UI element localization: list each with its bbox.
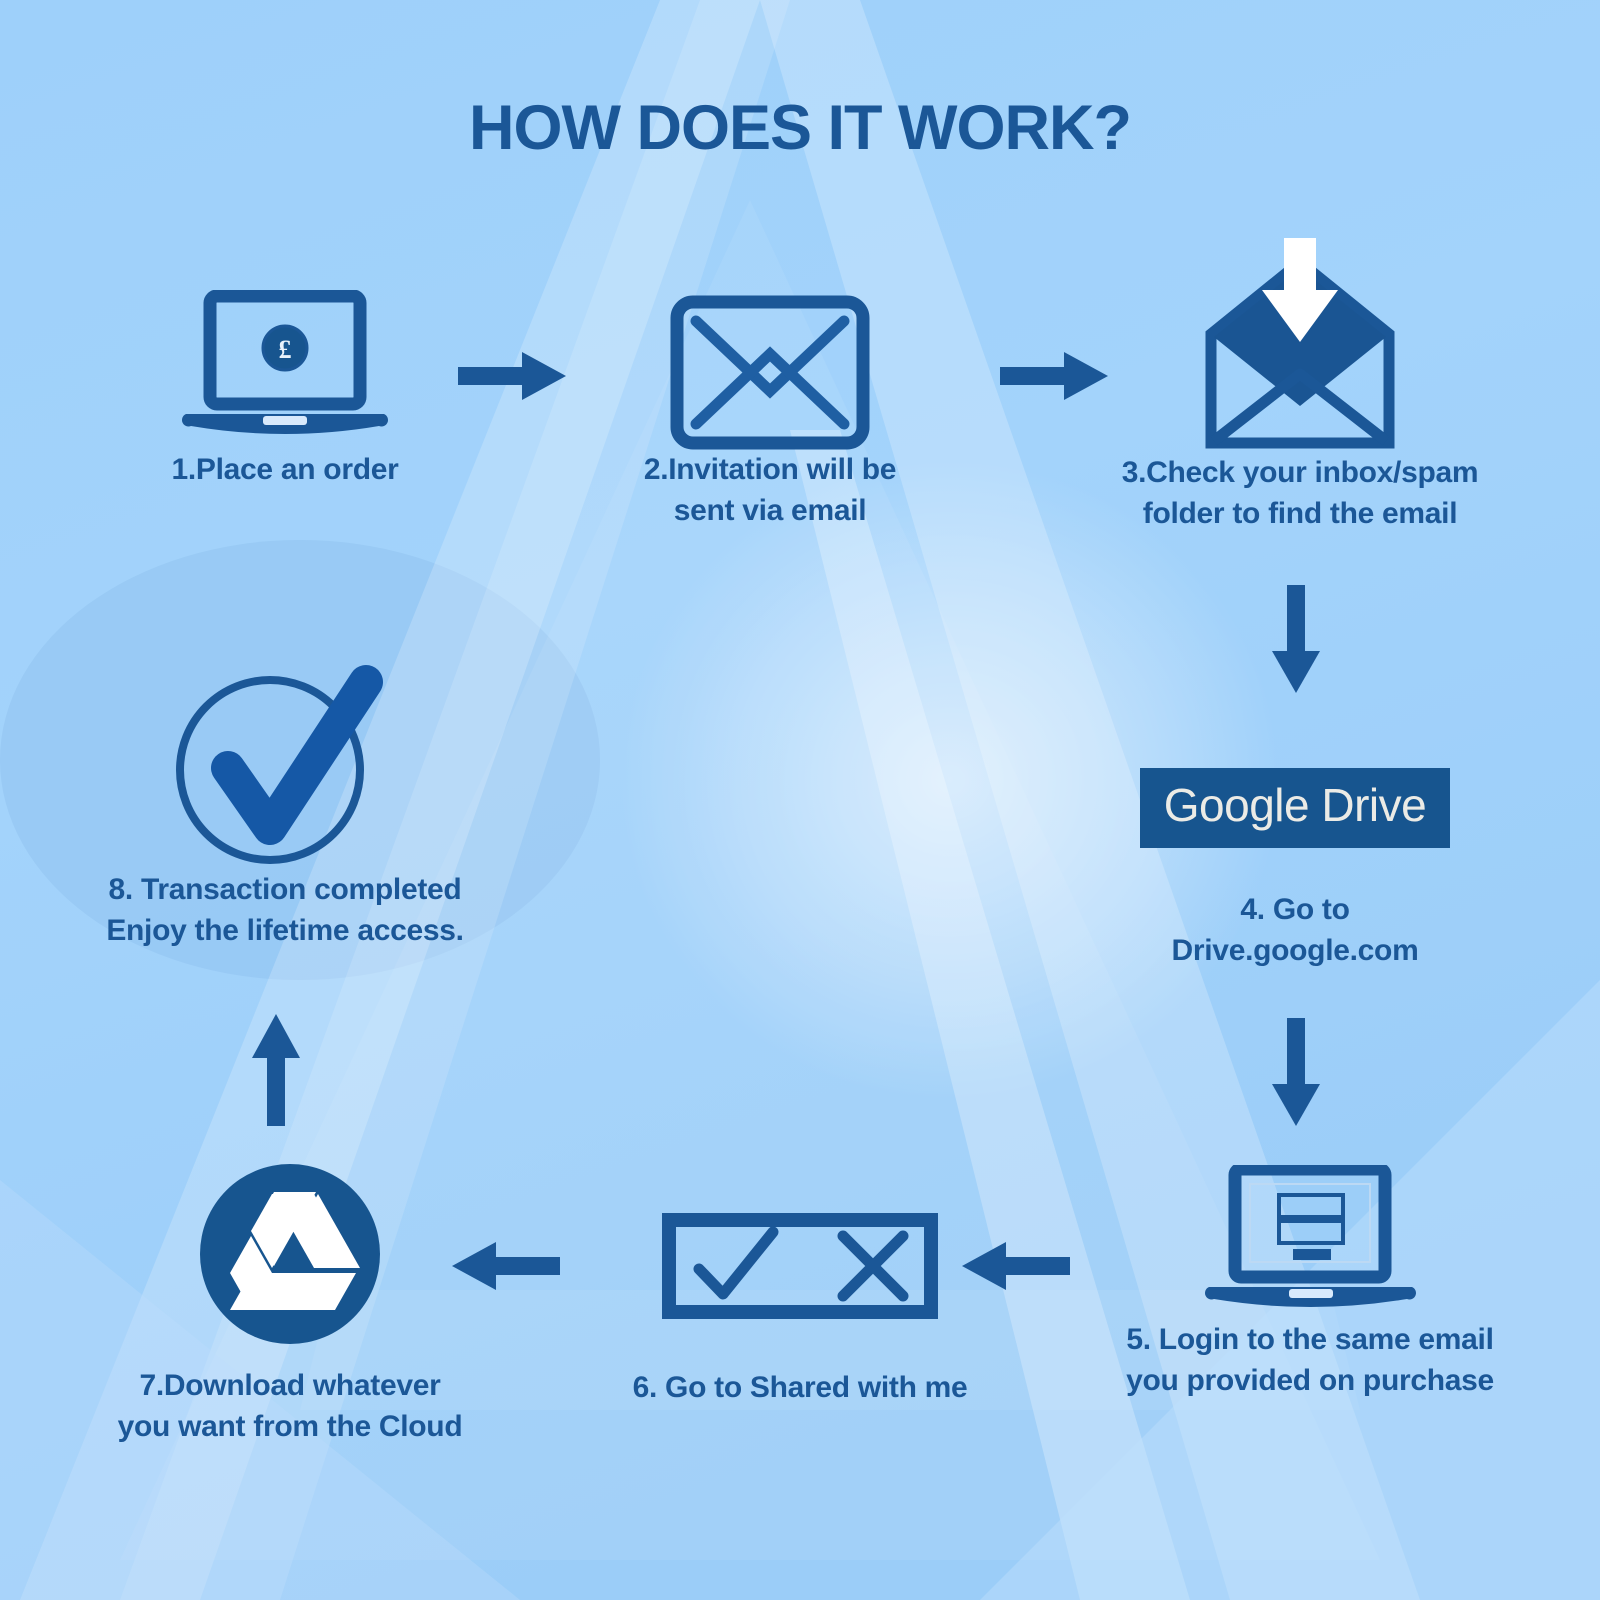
step-5[interactable]: 5. Login to the same email you provided … bbox=[1060, 1160, 1560, 1401]
arrow-5-6 bbox=[962, 1242, 1070, 1290]
svg-text:£: £ bbox=[279, 335, 292, 364]
check-cross-box-icon bbox=[662, 1213, 938, 1319]
step-2[interactable]: 2.Invitation will be sent via email bbox=[590, 285, 950, 531]
step-6[interactable]: 6. Go to Shared with me bbox=[570, 1200, 1030, 1409]
watermark-a-right-leg bbox=[760, 0, 1420, 1600]
step-7[interactable]: 7.Download whatever you want from the Cl… bbox=[55, 1150, 525, 1447]
arrow-6-7 bbox=[452, 1242, 560, 1290]
background-sheen-2 bbox=[0, 1180, 520, 1600]
step-3-label: 3.Check your inbox/spam folder to find t… bbox=[1121, 456, 1479, 530]
step-1-label: 1.Place an order bbox=[171, 453, 399, 486]
background-glow bbox=[620, 460, 1280, 1100]
laptop-pound-icon: £ bbox=[182, 290, 388, 434]
step-8-label: 8. Transaction completed Enjoy the lifet… bbox=[106, 873, 464, 947]
check-circle-icon bbox=[176, 665, 383, 864]
arrow-4-5 bbox=[1272, 1018, 1320, 1126]
step-4[interactable]: Google Drive 4. Go to Drive.google.com bbox=[1085, 718, 1505, 971]
envelope-inbox-arrow-icon bbox=[1205, 238, 1395, 449]
step-5-label: 5. Login to the same email you provided … bbox=[1126, 1323, 1494, 1397]
watermark-a-left-leg bbox=[20, 0, 760, 1600]
page-title: HOW DOES IT WORK? bbox=[469, 93, 1132, 163]
step-1[interactable]: £ 1.Place an order bbox=[110, 285, 460, 491]
arrow-3-4 bbox=[1272, 585, 1320, 693]
arrow-7-8 bbox=[252, 1014, 300, 1126]
step-7-label: 7.Download whatever you want from the Cl… bbox=[117, 1369, 463, 1443]
envelope-closed-icon bbox=[670, 295, 870, 450]
step-4-label: 4. Go to Drive.google.com bbox=[1171, 893, 1419, 967]
step-3[interactable]: 3.Check your inbox/spam folder to find t… bbox=[1075, 235, 1525, 534]
google-drive-chip[interactable]: Google Drive bbox=[1139, 768, 1451, 848]
watermark-a-body bbox=[120, 200, 1380, 1560]
laptop-login-icon bbox=[1204, 1165, 1416, 1307]
watermark-a-inner-right bbox=[790, 430, 1190, 1600]
step-8[interactable]: 8. Transaction completed Enjoy the lifet… bbox=[35, 655, 535, 951]
step-6-label: 6. Go to Shared with me bbox=[632, 1371, 968, 1404]
watermark-a-crossbar bbox=[300, 1290, 1360, 1410]
google-drive-logo-icon bbox=[200, 1164, 380, 1344]
arrow-2-3 bbox=[1000, 352, 1108, 400]
step-2-label: 2.Invitation will be sent via email bbox=[643, 453, 897, 527]
arrow-1-2 bbox=[458, 352, 566, 400]
